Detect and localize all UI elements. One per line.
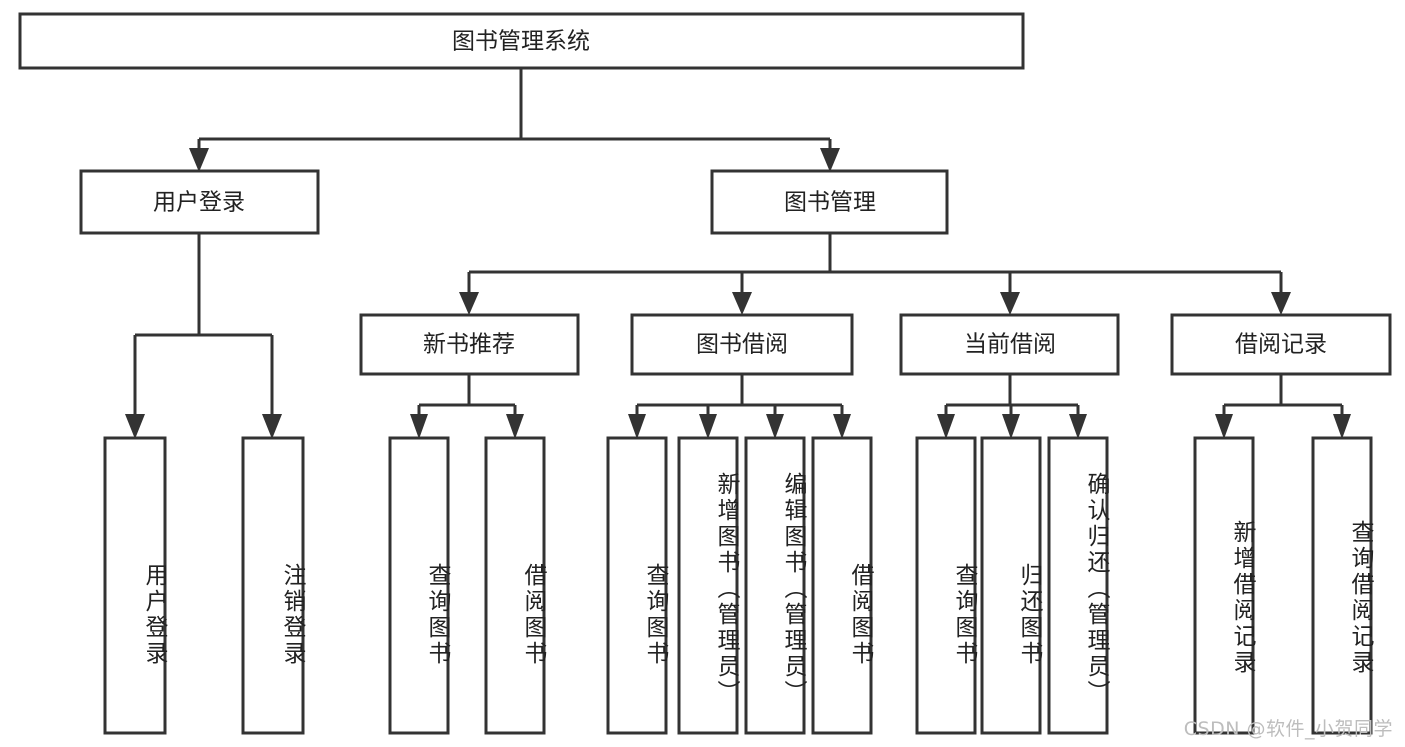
- node-label-borrow-record: 借阅记录: [1235, 332, 1327, 358]
- node-label-user-login: 用户登录: [153, 190, 245, 216]
- arrow-icon-to-leaf-add-book: [699, 414, 717, 439]
- node-label-current-borrow: 当前借阅: [964, 332, 1056, 358]
- node-book-borrow[interactable]: 图书借阅: [630, 313, 854, 376]
- arrowhead-group: [125, 148, 1351, 439]
- node-user-login[interactable]: 用户登录: [79, 169, 320, 235]
- arrow-icon-to-leaf-query-book-2: [628, 414, 646, 439]
- node-borrow-record[interactable]: 借阅记录: [1170, 313, 1392, 376]
- arrow-icon-to-leaf-query-borrow-record: [1333, 414, 1351, 439]
- node-label-root: 图书管理系统: [452, 29, 590, 55]
- arrow-icon-to-leaf-borrow-book-1: [506, 414, 524, 439]
- node-box-current-borrow[interactable]: [899, 313, 1120, 376]
- arrow-icon-to-leaf-edit-book: [766, 414, 784, 439]
- node-box-leaf-logout-login[interactable]: [241, 436, 305, 735]
- node-box-leaf-return-book[interactable]: [980, 436, 1042, 735]
- node-box-book-management[interactable]: [710, 169, 949, 235]
- node-box-leaf-query-book-2[interactable]: [606, 436, 668, 735]
- node-box-leaf-add-borrow-record[interactable]: [1193, 436, 1255, 735]
- node-box-leaf-add-book[interactable]: [677, 436, 739, 735]
- arrow-icon-to-leaf-user-login: [125, 414, 145, 439]
- arrow-icon-to-borrow-record: [1271, 292, 1291, 315]
- arrow-icon-to-leaf-query-book-1: [410, 414, 428, 439]
- node-current-borrow[interactable]: 当前借阅: [899, 313, 1120, 376]
- arrow-icon-to-leaf-confirm-return: [1069, 414, 1087, 439]
- arrow-icon-to-current-borrow: [1000, 292, 1020, 315]
- leaf-box-group: [103, 436, 1373, 735]
- node-box-leaf-query-book-3[interactable]: [915, 436, 977, 735]
- node-root[interactable]: 图书管理系统: [18, 12, 1025, 70]
- arrow-icon-to-new-book-recommend: [459, 292, 479, 315]
- node-box-new-book-recommend[interactable]: [359, 313, 580, 376]
- node-book-management[interactable]: 图书管理: [710, 169, 949, 235]
- arrow-icon-to-book-borrow: [732, 292, 752, 315]
- csdn-watermark: CSDN @软件_小贺同学: [1183, 718, 1393, 740]
- node-box-leaf-user-login[interactable]: [103, 436, 167, 735]
- node-label-book-borrow: 图书借阅: [696, 332, 788, 358]
- node-label-new-book-recommend: 新书推荐: [423, 332, 515, 358]
- node-box-leaf-borrow-book-2[interactable]: [811, 436, 873, 735]
- arrow-icon-to-leaf-borrow-book-2: [833, 414, 851, 439]
- node-box-leaf-query-book-1[interactable]: [388, 436, 450, 735]
- node-box-book-borrow[interactable]: [630, 313, 854, 376]
- arrow-icon-to-leaf-logout-login: [262, 414, 282, 439]
- arrow-icon-to-leaf-query-book-3: [937, 414, 955, 439]
- node-box-borrow-record[interactable]: [1170, 313, 1392, 376]
- node-box-leaf-query-borrow-record[interactable]: [1311, 436, 1373, 735]
- arrow-icon-to-leaf-add-borrow-record: [1215, 414, 1233, 439]
- arrow-icon-to-user-login: [189, 148, 209, 172]
- node-new-book-recommend[interactable]: 新书推荐: [359, 313, 580, 376]
- arrow-icon-to-leaf-return-book: [1002, 414, 1020, 439]
- node-box-leaf-edit-book[interactable]: [744, 436, 806, 735]
- node-box-root[interactable]: [18, 12, 1025, 70]
- node-label-book-management: 图书管理: [784, 190, 876, 216]
- node-box-user-login[interactable]: [79, 169, 320, 235]
- node-box-leaf-borrow-book-1[interactable]: [484, 436, 546, 735]
- arrow-icon-to-book-management: [820, 148, 840, 172]
- node-box-leaf-confirm-return[interactable]: [1047, 436, 1109, 735]
